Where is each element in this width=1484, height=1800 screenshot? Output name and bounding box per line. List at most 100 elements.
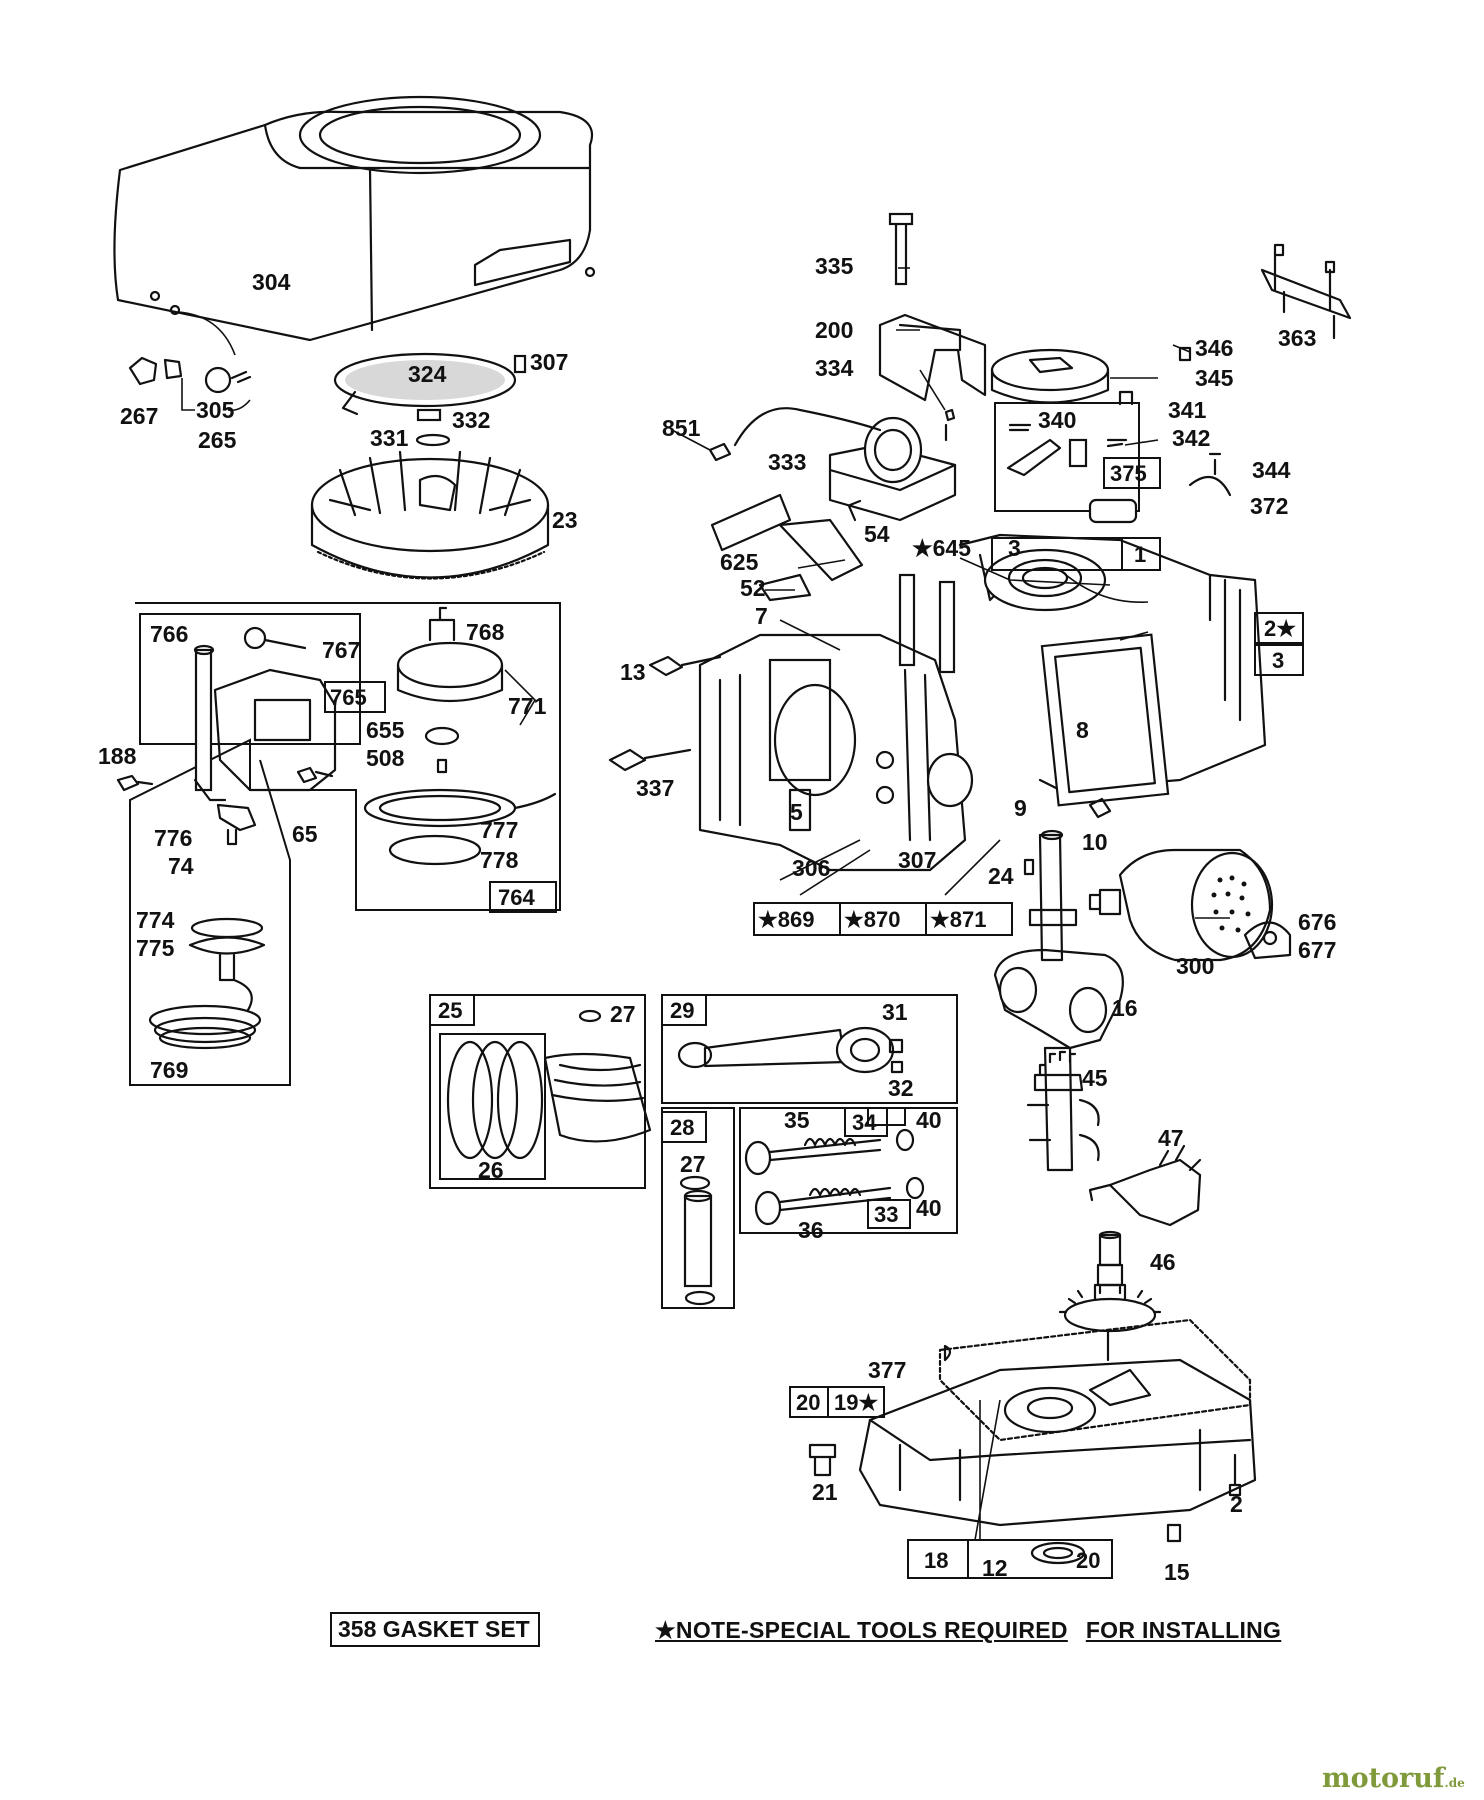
part-label: 332 — [452, 407, 490, 433]
part-label: 8 — [1076, 717, 1089, 743]
part-label: 363 — [1278, 325, 1316, 351]
kit-label: 20 — [796, 1390, 820, 1415]
part-label: 21 — [812, 1479, 838, 1505]
part-label: 267 — [120, 403, 158, 429]
part-label: 342 — [1172, 425, 1210, 451]
screen-flywheel-drawing — [310, 352, 550, 580]
piston-pin-drawing — [661, 1107, 735, 1309]
part-label: ★645 — [912, 535, 971, 561]
gasket-set-label: 358 GASKET SET — [330, 1612, 540, 1647]
leader-lines — [671, 267, 1230, 919]
part-label: 74 — [168, 853, 194, 879]
kit-label: 28 — [670, 1115, 694, 1140]
kit-label: 3 — [1272, 648, 1284, 673]
kit-label: 25 — [438, 998, 462, 1023]
part-label: 306 — [792, 855, 830, 881]
cam-governor-drawing — [1058, 1144, 1202, 1362]
part-label: 340 — [1038, 407, 1076, 433]
blower-housing-drawing — [113, 95, 596, 356]
part-label: 265 — [198, 427, 237, 453]
part-label: 15 — [1164, 1559, 1190, 1585]
part-label: 35 — [784, 1107, 810, 1133]
part-label: 768 — [466, 619, 505, 645]
part-label: 344 — [1252, 457, 1291, 483]
note-text-a: ★NOTE-SPECIAL TOOLS REQUIRED — [655, 1617, 1068, 1643]
part-label: 300 — [1176, 953, 1214, 979]
part-label: 26 — [478, 1157, 504, 1183]
part-label: 45 — [1082, 1065, 1108, 1091]
part-label: 10 — [1082, 829, 1108, 855]
part-label: 766 — [150, 621, 188, 647]
part-label: 774 — [136, 907, 175, 933]
kit-label: ★869 — [758, 907, 814, 932]
kit-label: 33 — [874, 1202, 898, 1227]
kit-label: 1 — [1134, 542, 1146, 567]
kit-label: 29 — [670, 998, 694, 1023]
part-label: 65 — [292, 821, 318, 847]
part-label: 334 — [815, 355, 854, 381]
part-label: 625 — [720, 549, 759, 575]
sump-drawing — [808, 1318, 1257, 1565]
part-label: 16 — [1112, 995, 1138, 1021]
part-label: 345 — [1195, 365, 1234, 391]
part-label: 3 — [1008, 535, 1021, 561]
part-label: 12 — [982, 1555, 1008, 1581]
kit-label: 40 — [916, 1107, 942, 1133]
watermark-logo: motoruf.de — [1322, 1763, 1465, 1794]
part-label: 346 — [1195, 335, 1233, 361]
part-label: 851 — [662, 415, 701, 441]
part-label: 771 — [508, 693, 547, 719]
part-label: 307 — [530, 349, 568, 375]
part-label: 676 — [1298, 909, 1336, 935]
part-label: 341 — [1168, 397, 1207, 423]
part-label: 13 — [620, 659, 646, 685]
armature-drawing — [708, 212, 987, 522]
plate-363-drawing — [1260, 243, 1352, 340]
rewind-starter-drawing — [116, 602, 561, 1086]
part-label: 372 — [1250, 493, 1288, 519]
part-label: 2 — [1230, 1491, 1243, 1517]
crankshaft-drawing — [993, 829, 1124, 1172]
cylinder-block-drawing — [608, 493, 1267, 876]
kit-label: 764 — [498, 885, 535, 910]
muffler-drawing — [1088, 848, 1292, 962]
part-label: 47 — [1158, 1125, 1184, 1151]
part-label: 377 — [868, 1357, 906, 1383]
piston-drawing — [429, 994, 652, 1189]
watermark-tld: .de — [1444, 1776, 1465, 1790]
part-label: 655 — [366, 717, 405, 743]
kit-label: 2★ — [1264, 616, 1296, 641]
part-label: 335 — [815, 253, 854, 279]
part-label: 36 — [798, 1217, 824, 1243]
part-label: 331 — [370, 425, 409, 451]
part-label: 776 — [154, 825, 192, 851]
part-label: 200 — [815, 317, 853, 343]
watermark-brand: motoruf — [1322, 1763, 1445, 1794]
kit-label: 375 — [1110, 461, 1147, 486]
screws-267-265-305-drawing — [128, 356, 252, 412]
kit-label: 34 — [852, 1110, 877, 1135]
part-label: 769 — [150, 1057, 188, 1083]
part-label: 508 — [366, 745, 405, 771]
part-label: 775 — [136, 935, 175, 961]
part-label: 307 — [898, 847, 936, 873]
kit-label: ★870 — [844, 907, 900, 932]
part-label: 54 — [864, 521, 890, 547]
kit-label: 19★ — [834, 1390, 878, 1415]
connecting-rod-drawing — [661, 994, 958, 1104]
part-label: 31 — [882, 999, 908, 1025]
part-label: 304 — [252, 269, 291, 295]
part-label: 305 — [196, 397, 235, 423]
boxed-kit-labels: 1 2★ 3 375 765 764 ★869 ★870 ★871 25 29 … — [324, 457, 1304, 1579]
kit-label: 20 — [1076, 1548, 1100, 1573]
kit-label: 765 — [330, 685, 367, 710]
part-label: 7 — [755, 603, 768, 629]
part-label: 52 — [740, 575, 766, 601]
part-label: 5 — [790, 799, 803, 825]
part-number-labels: 304 267 305 265 324 307 332 331 23 335 2… — [98, 253, 1336, 1585]
part-label: 777 — [480, 817, 518, 843]
part-label: 27 — [610, 1001, 636, 1027]
kit-label: ★871 — [930, 907, 986, 932]
part-label: 46 — [1150, 1249, 1176, 1275]
